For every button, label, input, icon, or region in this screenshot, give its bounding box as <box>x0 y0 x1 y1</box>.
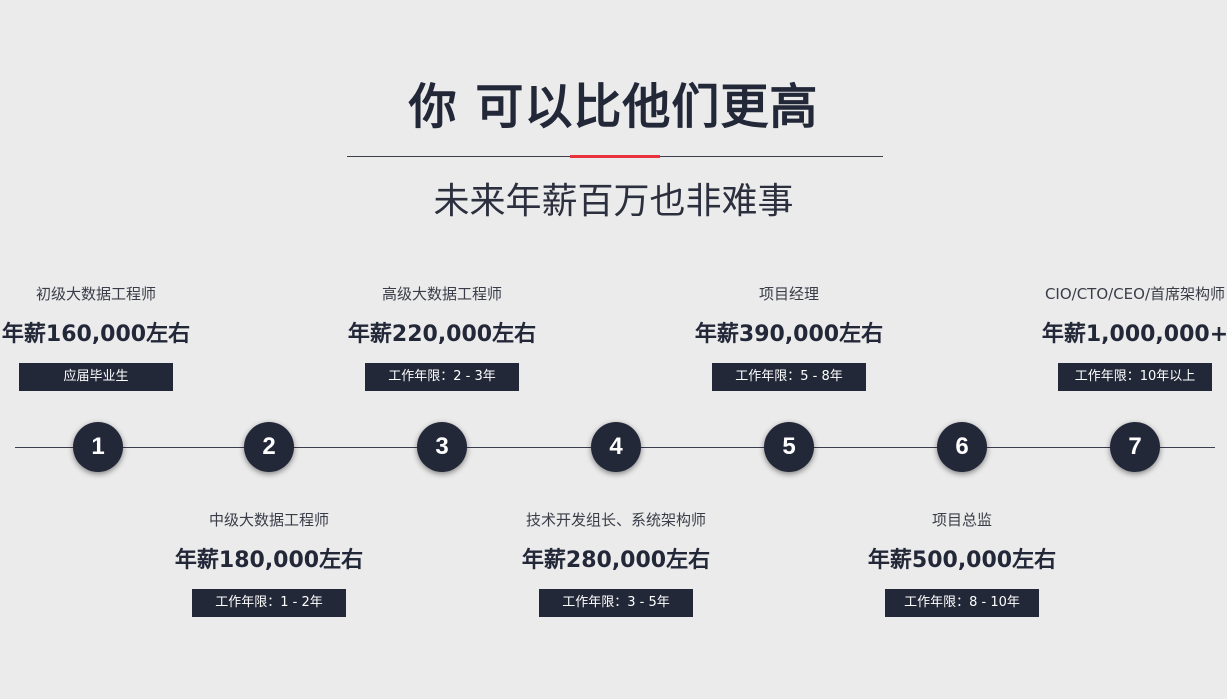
career-stage-4: 技术开发组长、系统架构师 年薪280,000左右 工作年限：3 - 5年 <box>496 509 736 617</box>
stage-salary: 年薪390,000左右 <box>694 322 884 347</box>
stage-salary: 年薪280,000左右 <box>521 548 711 573</box>
career-stage-1: 初级大数据工程师 年薪160,000左右 应届毕业生 <box>0 283 216 391</box>
stage-salary: 年薪160,000左右 <box>1 322 191 347</box>
stage-experience-badge: 工作年限：8 - 10年 <box>885 589 1039 617</box>
timeline-node-1: 1 <box>73 422 123 472</box>
stage-salary: 年薪1,000,000+ <box>1041 322 1227 347</box>
timeline-node-3: 3 <box>417 422 467 472</box>
stage-role: 项目总监 <box>931 511 992 529</box>
stage-role: 高级大数据工程师 <box>381 285 502 303</box>
stage-role: 初级大数据工程师 <box>35 285 156 303</box>
career-stage-2: 中级大数据工程师 年薪180,000左右 工作年限：1 - 2年 <box>149 509 389 617</box>
page-title: 你 可以比他们更高 <box>408 79 819 135</box>
career-stage-7: CIO/CTO/CEO/首席架构师 年薪1,000,000+ 工作年限：10年以… <box>1015 283 1227 391</box>
stage-experience-badge: 工作年限：5 - 8年 <box>712 363 866 391</box>
career-stage-3: 高级大数据工程师 年薪220,000左右 工作年限：2 - 3年 <box>322 283 562 391</box>
stage-role: CIO/CTO/CEO/首席架构师 <box>1044 285 1226 303</box>
career-stage-6: 项目总监 年薪500,000左右 工作年限：8 - 10年 <box>842 509 1082 617</box>
timeline-node-6: 6 <box>937 422 987 472</box>
stage-role: 技术开发组长、系统架构师 <box>525 511 706 529</box>
stage-experience-badge: 工作年限：1 - 2年 <box>192 589 346 617</box>
timeline-node-4: 4 <box>591 422 641 472</box>
career-stage-5: 项目经理 年薪390,000左右 工作年限：5 - 8年 <box>669 283 909 391</box>
stage-salary: 年薪500,000左右 <box>867 548 1057 573</box>
timeline-node-5: 5 <box>764 422 814 472</box>
stage-experience-badge: 工作年限：3 - 5年 <box>539 589 693 617</box>
page-subtitle: 未来年薪百万也非难事 <box>433 181 794 222</box>
stage-salary: 年薪180,000左右 <box>174 548 364 573</box>
stage-salary: 年薪220,000左右 <box>347 322 537 347</box>
stage-experience-badge: 应届毕业生 <box>19 363 173 391</box>
title-divider-accent <box>570 155 660 158</box>
stage-experience-badge: 工作年限：10年以上 <box>1058 363 1212 391</box>
stage-role: 项目经理 <box>758 285 819 303</box>
timeline-node-2: 2 <box>244 422 294 472</box>
stage-role: 中级大数据工程师 <box>208 511 329 529</box>
timeline-node-7: 7 <box>1110 422 1160 472</box>
stage-experience-badge: 工作年限：2 - 3年 <box>365 363 519 391</box>
